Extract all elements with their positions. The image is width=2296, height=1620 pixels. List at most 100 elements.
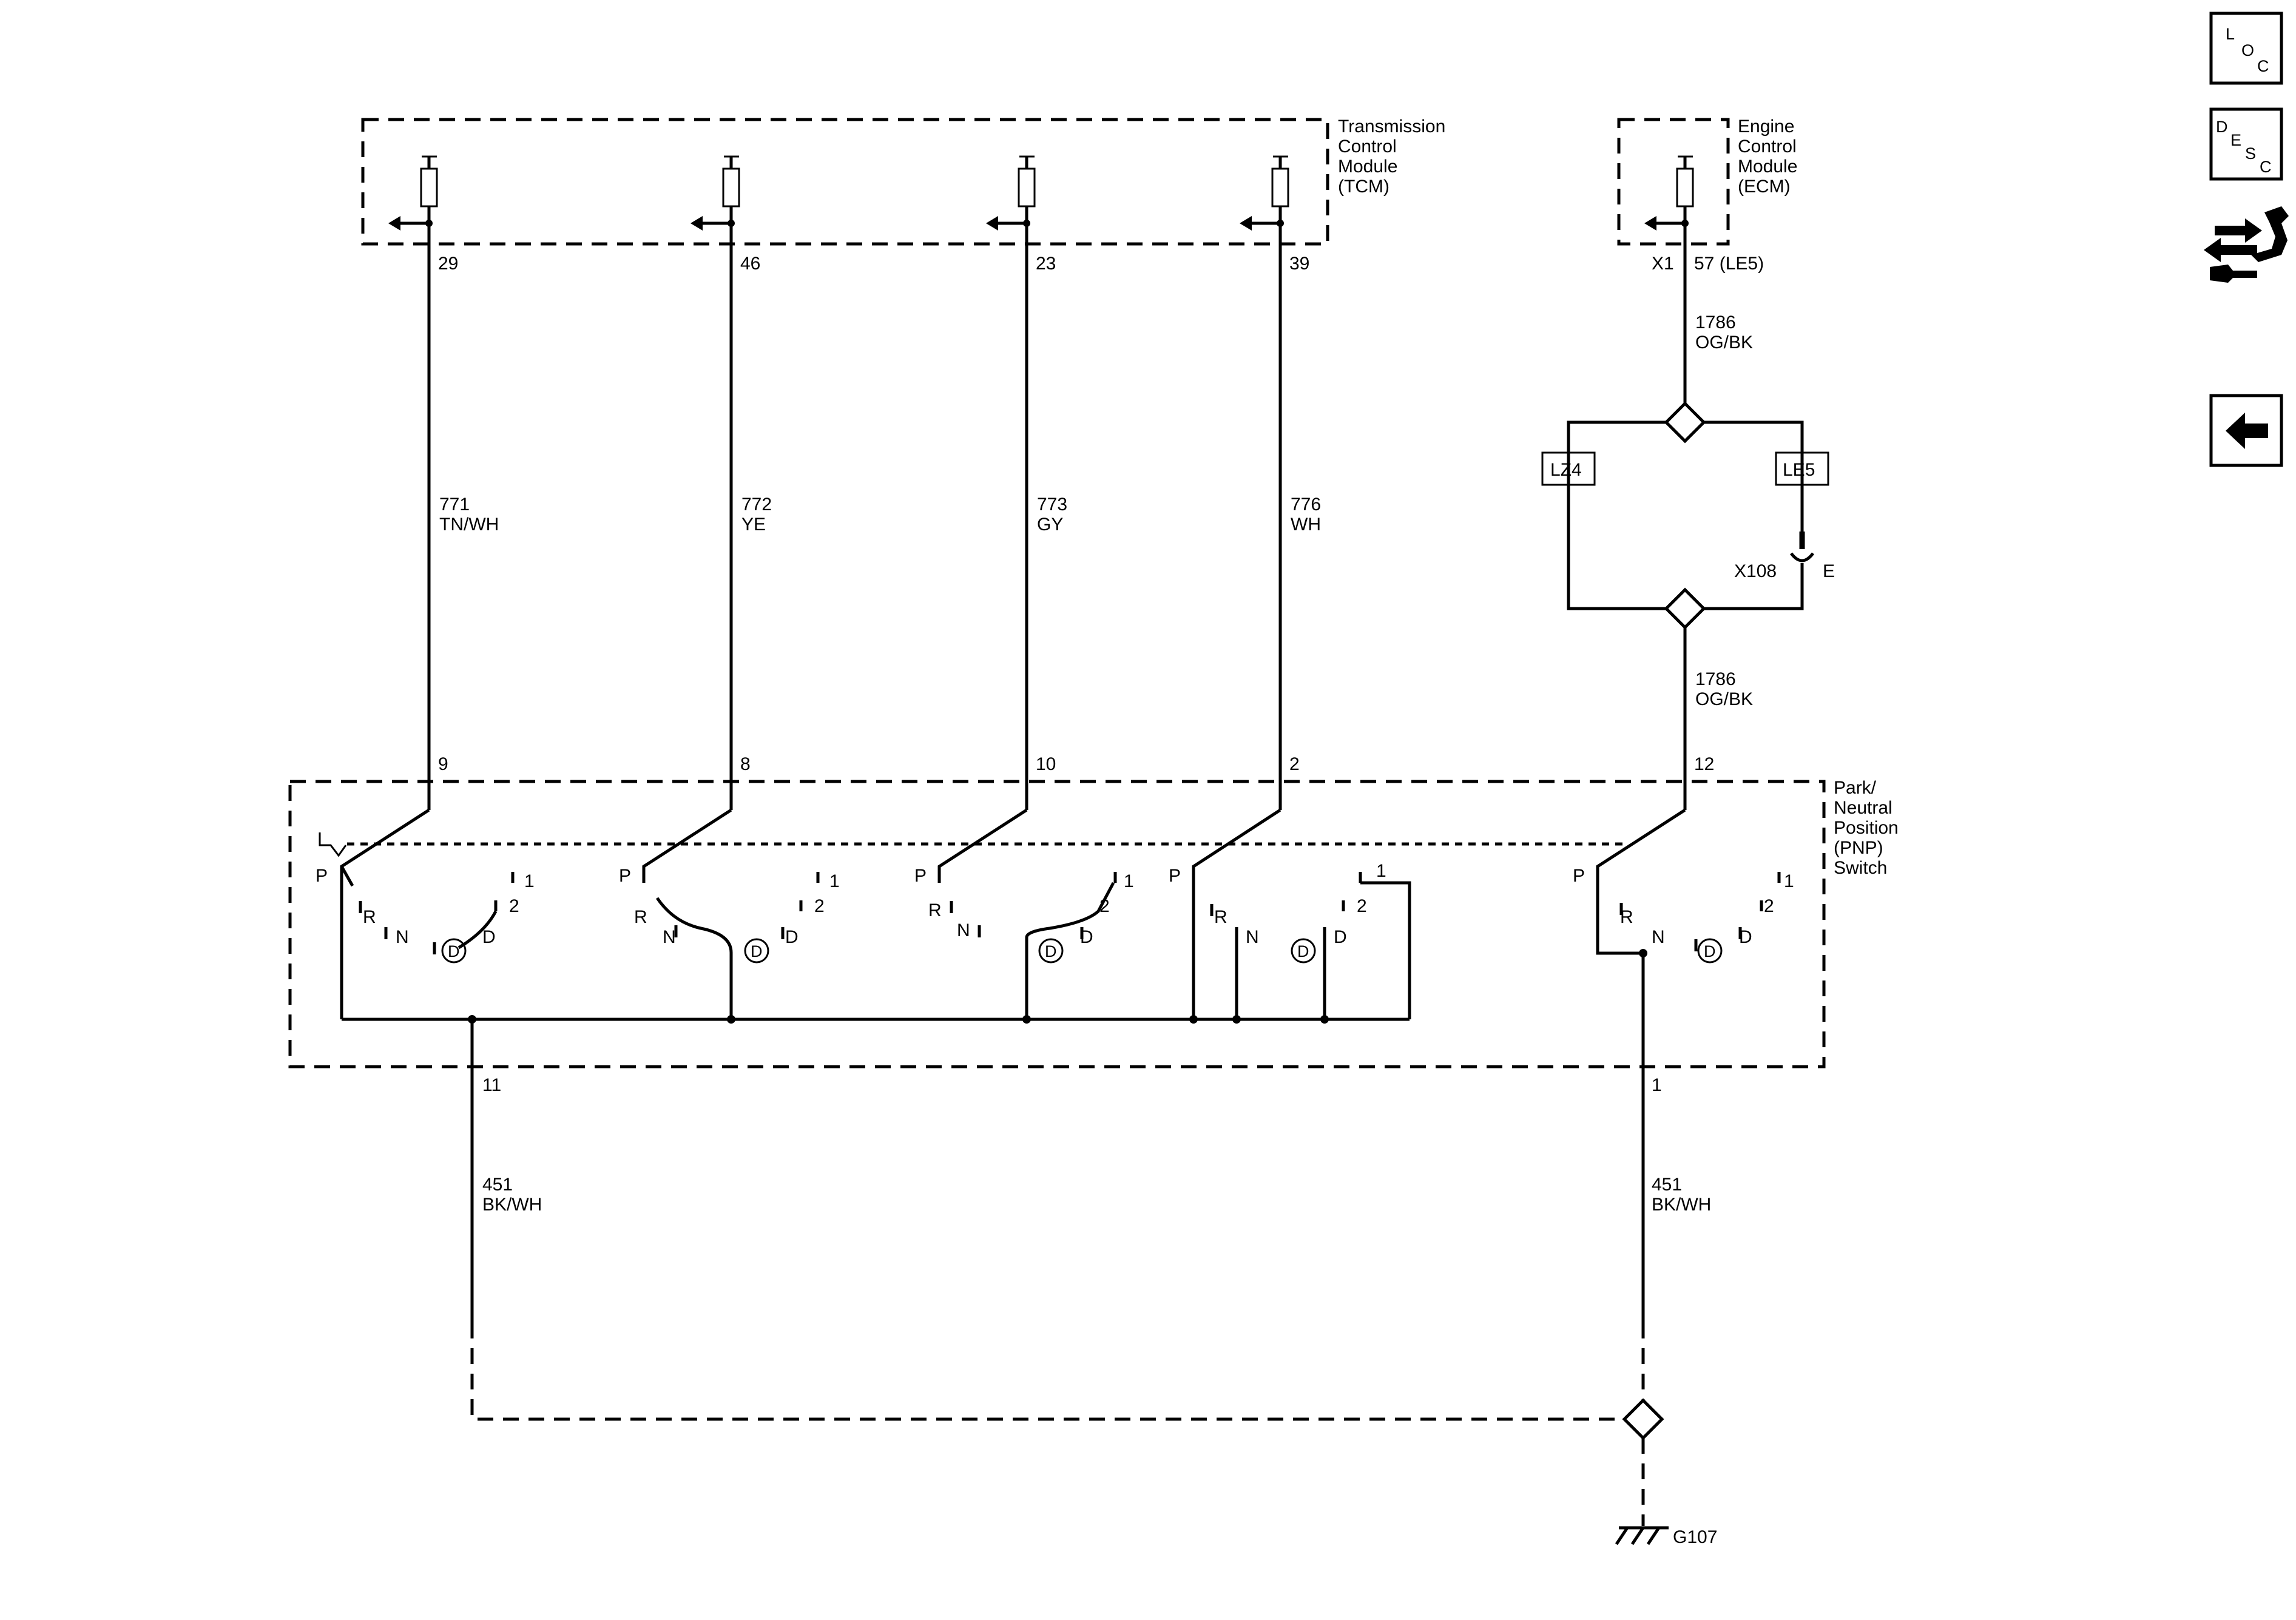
pnp-pin-2: 2 [1289,754,1300,774]
svg-text:1: 1 [1784,871,1794,891]
wrench-arrows-icon[interactable] [2204,206,2289,283]
svg-text:N: N [1652,927,1665,947]
svg-text:C: C [2257,57,2269,75]
pnp-pin-8: 8 [740,754,751,774]
tcm-input-46 [690,155,740,231]
back-arrow-icon[interactable] [2209,394,2283,467]
wire-1786-top-label: 1786 OG/BK [1695,312,1753,353]
wire-451-left-label: 451 BK/WH [482,1175,542,1215]
pnp-switch-label: Park/ Neutral Position (PNP) Switch [1834,778,1899,878]
wire-776-label: 776 WH [1291,494,1321,535]
pnp-pin-1: 1 [1652,1075,1662,1095]
svg-text:776: 776 [1291,494,1321,515]
svg-text:1: 1 [829,871,840,891]
svg-text:Position: Position [1834,818,1899,838]
svg-text:P: P [316,866,328,886]
svg-text:R: R [363,907,376,927]
svg-text:Engine: Engine [1738,116,1794,137]
tcm-box [361,118,1329,246]
tcm-input-29 [388,155,438,231]
pnp-pin-10: 10 [1036,754,1056,774]
svg-text:WH: WH [1291,515,1321,535]
svg-text:771: 771 [439,494,470,515]
svg-text:Neutral: Neutral [1834,798,1893,818]
svg-text:772: 772 [741,494,772,515]
svg-text:E: E [2230,131,2241,149]
svg-text:2: 2 [1099,896,1110,916]
wire-451-right-label: 451 BK/WH [1652,1175,1711,1215]
svg-text:R: R [1214,907,1227,927]
ground-dashed-return [470,1323,1645,1421]
svg-text:2: 2 [1357,896,1367,916]
svg-text:451: 451 [482,1175,513,1195]
svg-text:S: S [2245,144,2256,163]
svg-text:OG/BK: OG/BK [1695,332,1753,353]
svg-text:GY: GY [1037,515,1063,535]
svg-text:1786: 1786 [1695,669,1736,689]
option-le5: LE5 [1783,460,1815,480]
tcm-pin-39: 39 [1289,254,1309,274]
svg-text:D: D [1739,927,1752,947]
svg-text:1: 1 [1376,861,1386,881]
svg-text:(PNP): (PNP) [1834,838,1883,858]
wire-772-label: 772 YE [741,494,772,535]
svg-text:Park/: Park/ [1834,778,1877,798]
svg-text:N: N [663,927,676,947]
ecm-connector-x1: X1 [1652,254,1674,274]
ecm-box [1617,118,1730,246]
connector-x108-name: X108 [1734,561,1777,581]
svg-text:D: D [1080,927,1093,947]
svg-text:2: 2 [814,896,825,916]
svg-text:D: D [751,942,763,960]
splice-top [1664,401,1706,444]
svg-text:451: 451 [1652,1175,1682,1195]
connector-x108-symbol [1790,532,1814,562]
svg-text:O: O [2241,41,2254,59]
svg-text:D: D [1334,927,1347,947]
svg-text:(ECM): (ECM) [1738,177,1791,197]
svg-text:R: R [928,900,942,920]
ground-g107: G107 [1673,1527,1717,1547]
splice-bottom [1664,587,1706,630]
svg-text:D: D [448,942,460,960]
pnp-section-2: D P R N D 2 1 [619,808,840,1019]
option-lz4: LZ4 [1550,460,1582,480]
tcm-pin-23: 23 [1036,254,1056,274]
svg-text:1: 1 [1124,871,1134,891]
pnp-pin-12: 12 [1694,754,1714,774]
pnp-section-1: D P R N D 2 1 [316,808,535,1067]
pnp-pin-11: 11 [482,1075,501,1095]
svg-text:Module: Module [1738,157,1797,177]
svg-text:N: N [1246,927,1259,947]
loc-button-icon[interactable]: L O C [2209,12,2283,85]
svg-text:2: 2 [1764,896,1774,916]
svg-text:D: D [1297,942,1309,960]
svg-text:Module: Module [1338,157,1397,177]
option-loop [1567,420,1804,610]
wire-773-label: 773 GY [1037,494,1067,535]
desc-button-icon[interactable]: D E S C [2209,107,2283,181]
pnp-section-4: D P R N D 2 1 [1169,808,1411,1019]
svg-text:R: R [1620,907,1633,927]
svg-text:Control: Control [1738,137,1797,157]
svg-text:D: D [1704,942,1716,960]
option-le5-box [1775,451,1829,486]
wire-771-label: 771 TN/WH [439,494,499,535]
svg-text:P: P [619,866,631,886]
svg-text:L: L [2226,25,2235,43]
ecm-pin-57: 57 (LE5) [1694,254,1764,274]
option-lz4-box [1541,451,1596,486]
svg-text:P: P [1573,866,1585,886]
svg-text:D: D [785,927,799,947]
svg-text:OG/BK: OG/BK [1695,689,1753,709]
svg-text:YE: YE [741,515,766,535]
svg-text:(TCM): (TCM) [1338,177,1389,197]
tcm-input-39 [1240,155,1289,231]
tcm-pin-46: 46 [740,254,760,274]
tcm-pin-29: 29 [438,254,458,274]
svg-text:1: 1 [524,871,535,891]
tcm-input-23 [986,155,1036,231]
svg-text:D: D [1045,942,1057,960]
svg-text:TN/WH: TN/WH [439,515,499,535]
